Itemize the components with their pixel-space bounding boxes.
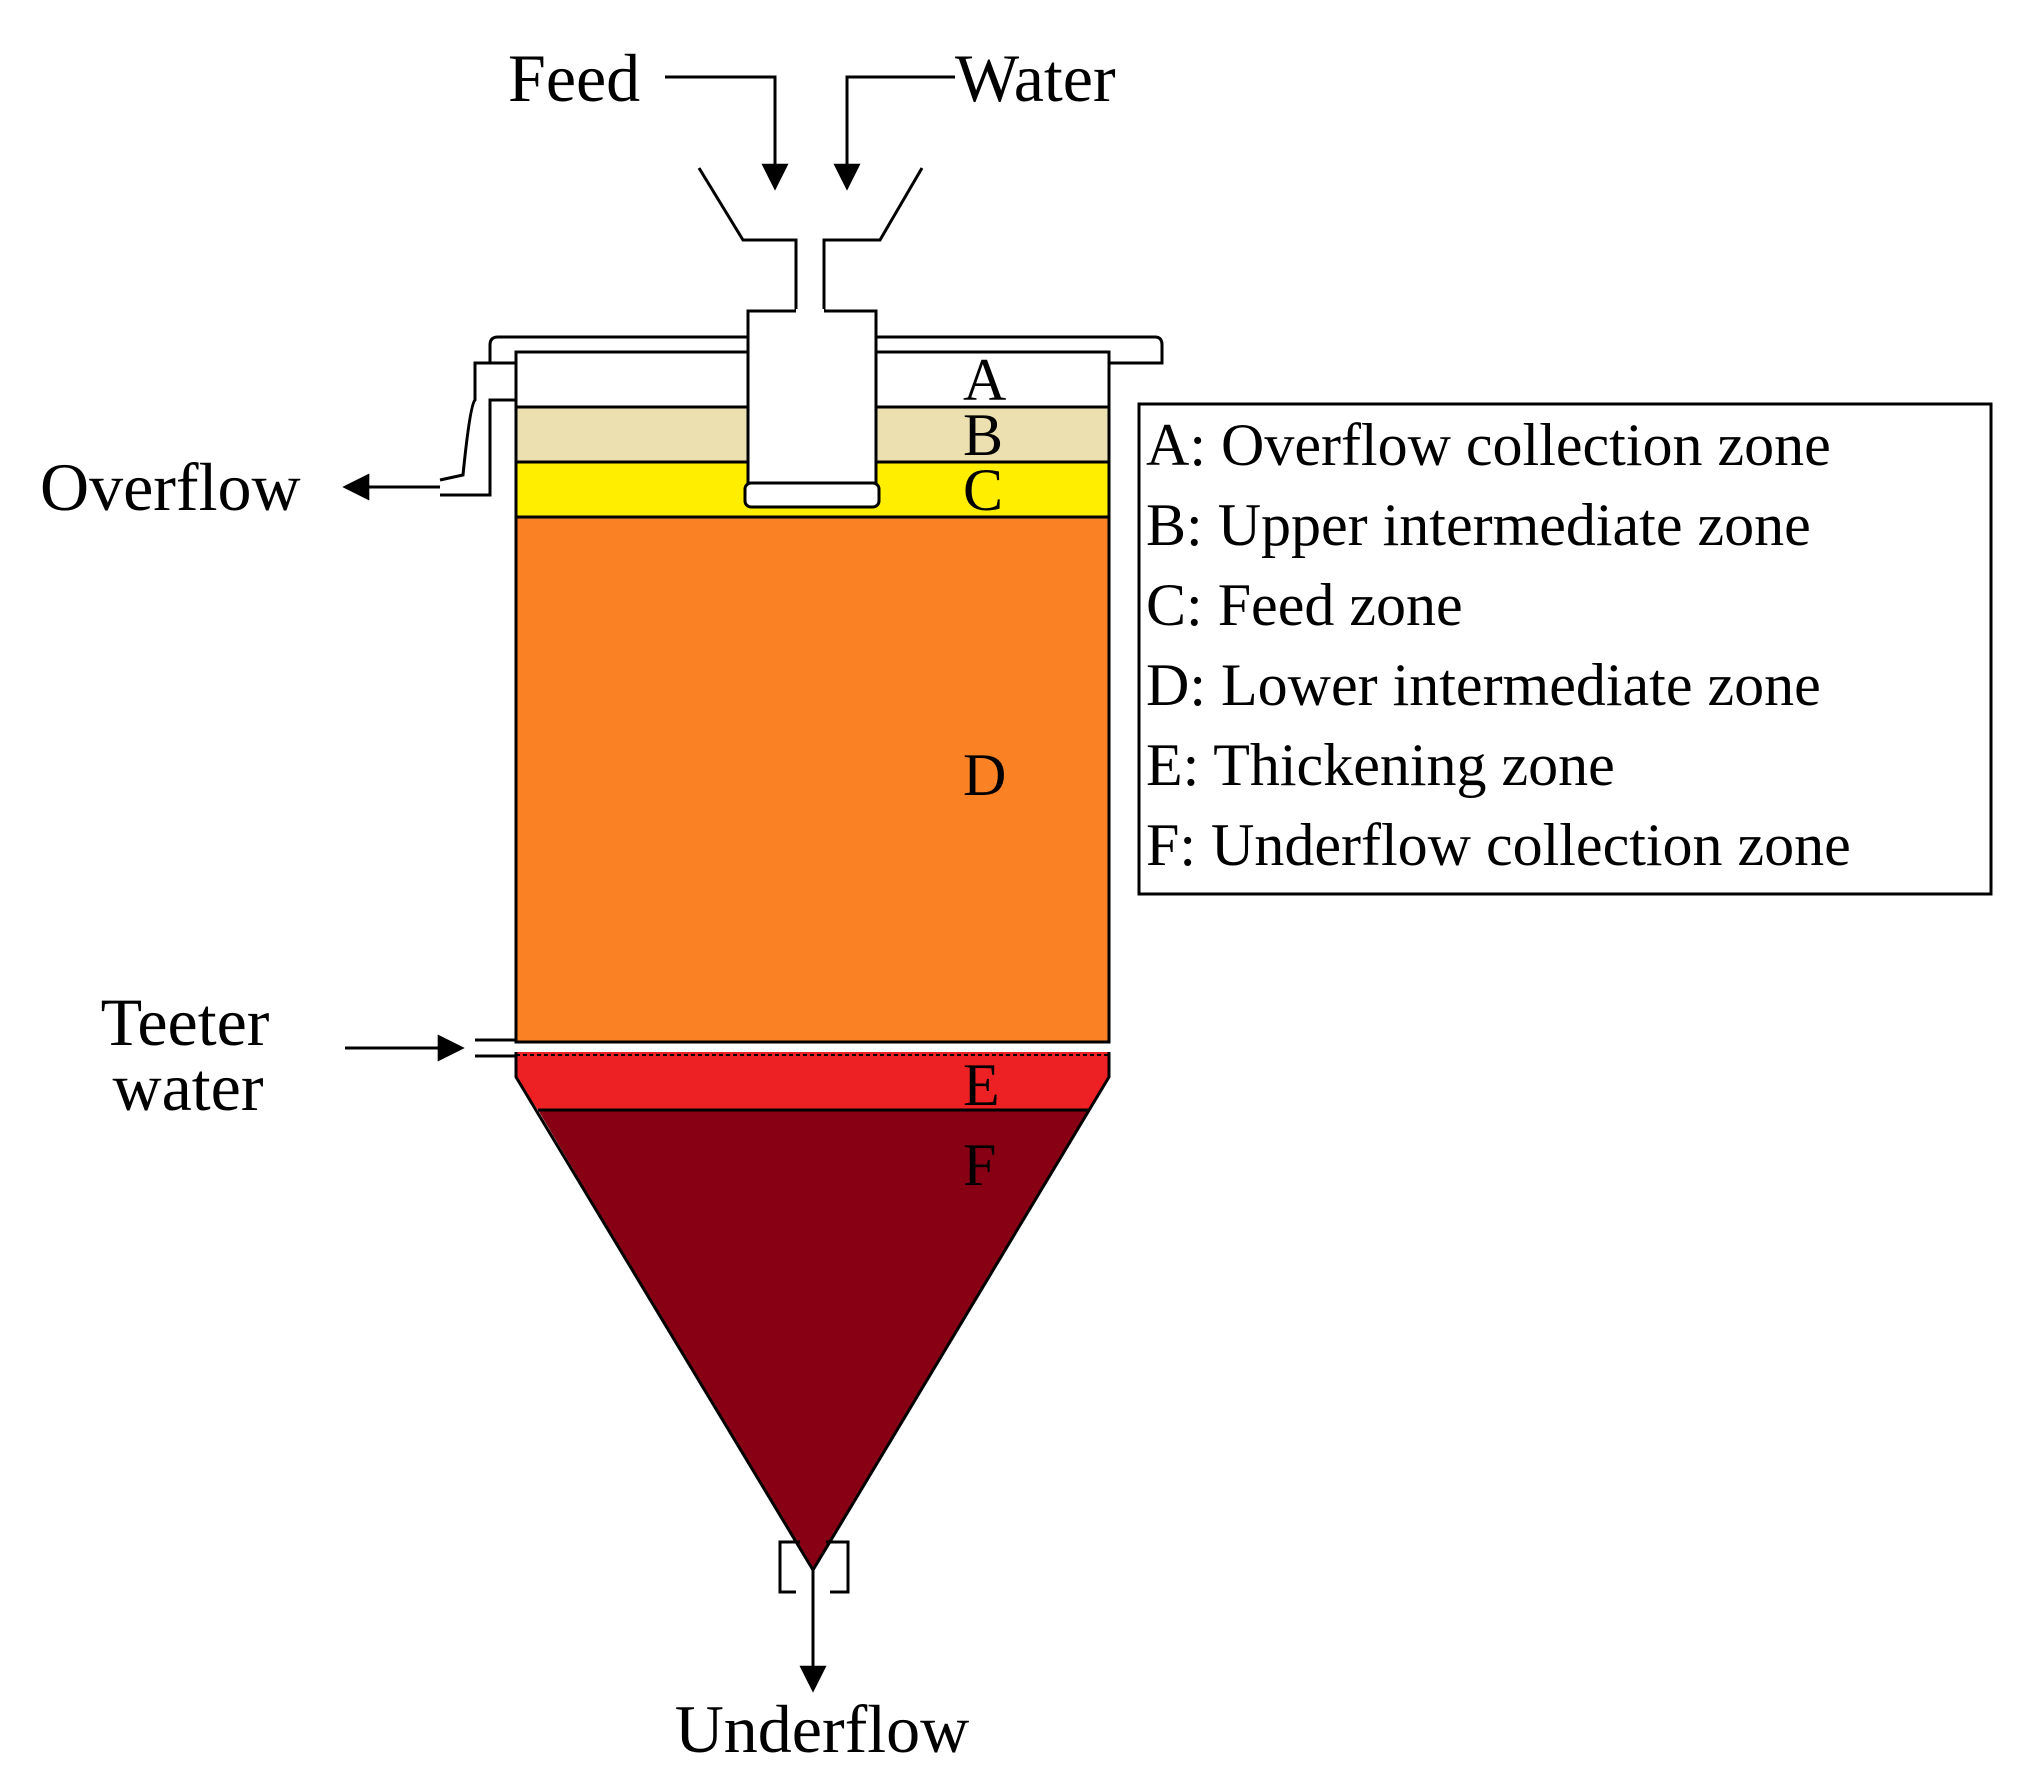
legend-item-e: E: Thickening zone [1146, 732, 1615, 798]
underflow-label: Underflow [675, 1691, 970, 1767]
zone-f-fill [538, 1110, 1088, 1570]
overflow-label: Overflow [40, 449, 301, 525]
feed-well-base [743, 481, 881, 509]
zone-label-c: C [963, 457, 1003, 523]
feed-well [746, 309, 878, 507]
legend-item-b: B: Upper intermediate zone [1146, 492, 1811, 558]
feed-label: Feed [508, 40, 640, 116]
zone-label-b: B [963, 402, 1003, 468]
zone-e-fill [516, 1052, 1109, 1110]
teeter-label-line1: Teeter [101, 984, 270, 1060]
legend-item-d: D: Lower intermediate zone [1146, 652, 1821, 718]
underflow-valve [778, 1540, 850, 1594]
legend-item-a: A: Overflow collection zone [1146, 412, 1831, 478]
column-outline [514, 350, 1111, 1044]
legend-item-f: F: Underflow collection zone [1146, 812, 1851, 878]
teeter-label-line2: water [112, 1049, 263, 1125]
overflow-pipe-inner [440, 398, 516, 497]
zone-d-fill [516, 517, 1109, 1042]
water-arrow [833, 75, 955, 191]
zone-label-d: D [963, 742, 1006, 808]
zone-label-e: E [963, 1052, 1000, 1118]
zone-label-f: F [963, 1132, 996, 1198]
feed-hopper [697, 167, 924, 311]
legend-item-c: C: Feed zone [1146, 572, 1463, 638]
overflow-pipe-outer [439, 361, 490, 482]
water-label: Water [955, 40, 1116, 116]
feed-arrow [665, 75, 789, 191]
zone-label-a: A [963, 347, 1006, 413]
legend-box [1137, 402, 1993, 896]
